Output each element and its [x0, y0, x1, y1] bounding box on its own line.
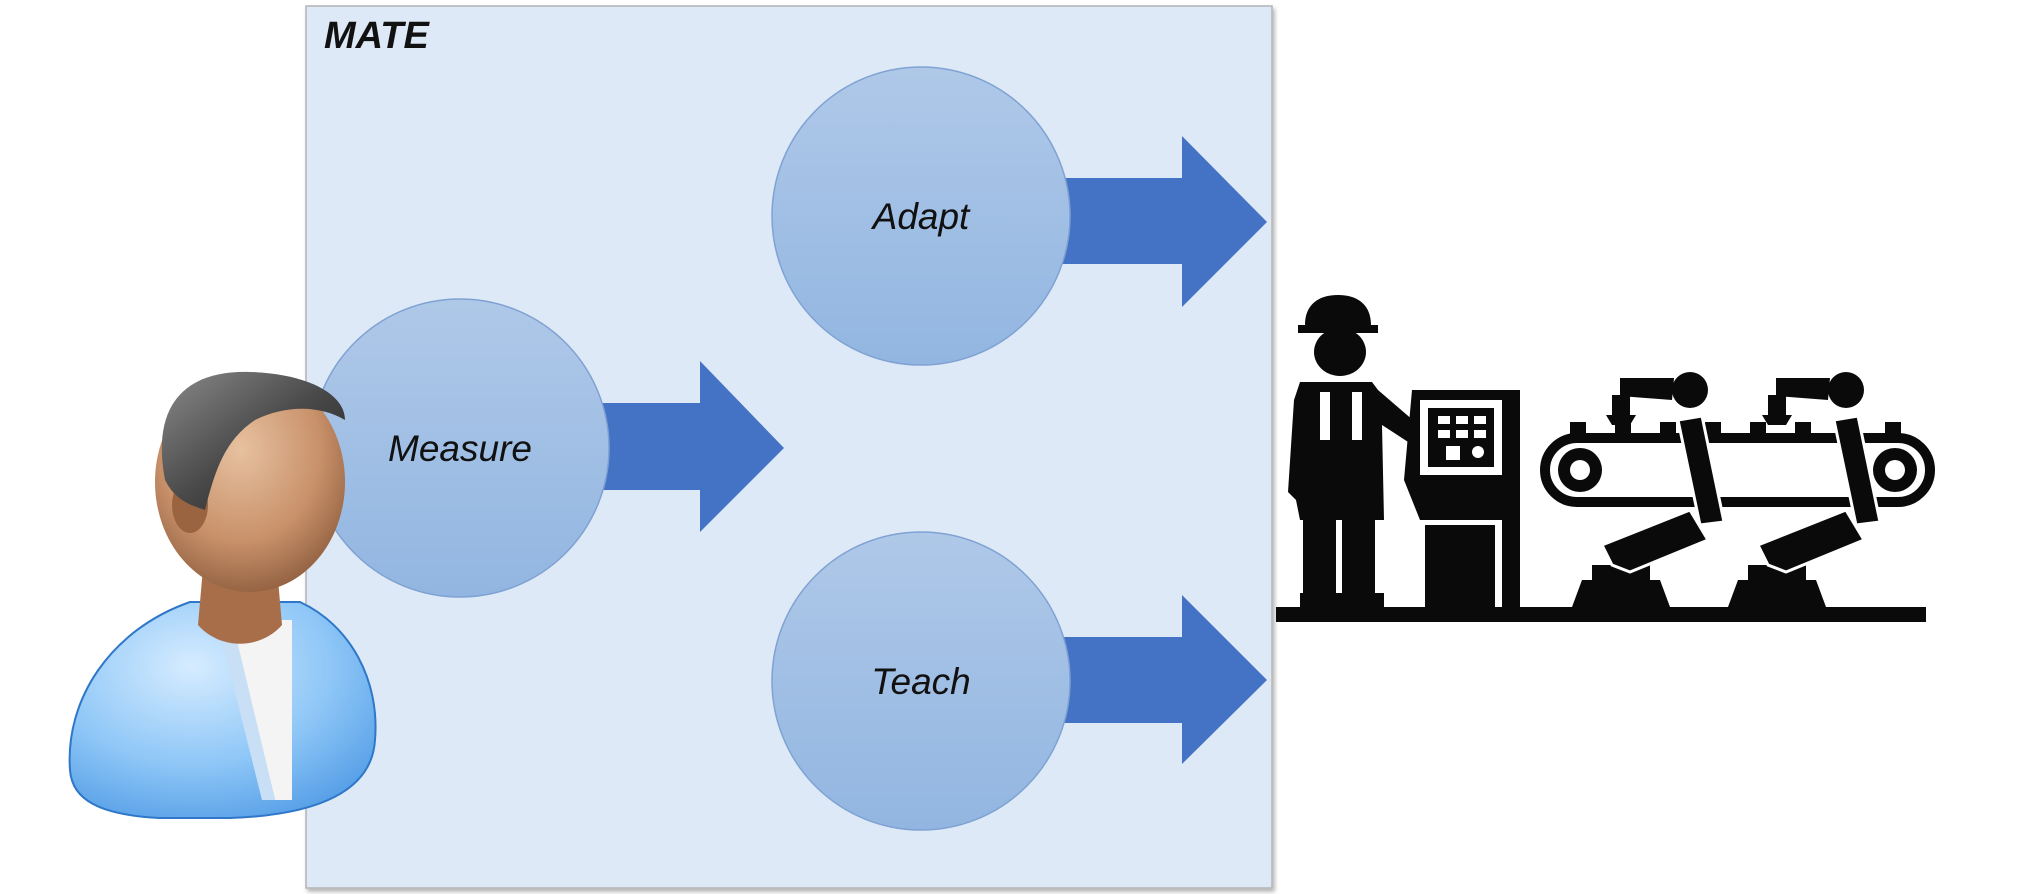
measure-arrow — [598, 361, 784, 532]
measure-label: Measure — [388, 428, 532, 469]
person-icon — [68, 371, 377, 819]
teach-arrow — [1057, 595, 1267, 764]
measure-node: Measure — [310, 298, 610, 598]
adapt-label: Adapt — [871, 196, 971, 237]
teach-arrow-shape — [1057, 595, 1267, 764]
measure-arrow-shape — [598, 361, 784, 532]
teach-circle — [771, 531, 1071, 831]
teach-node: Teach — [771, 531, 1071, 831]
mate-title: MATE — [324, 15, 430, 57]
factory-robot-worker-icon — [1276, 295, 1935, 622]
adapt-arrow — [1057, 136, 1267, 307]
adapt-node: Adapt — [771, 66, 1071, 366]
adapt-arrow-shape — [1057, 136, 1267, 307]
adapt-circle — [771, 66, 1071, 366]
teach-label: Teach — [871, 661, 970, 702]
